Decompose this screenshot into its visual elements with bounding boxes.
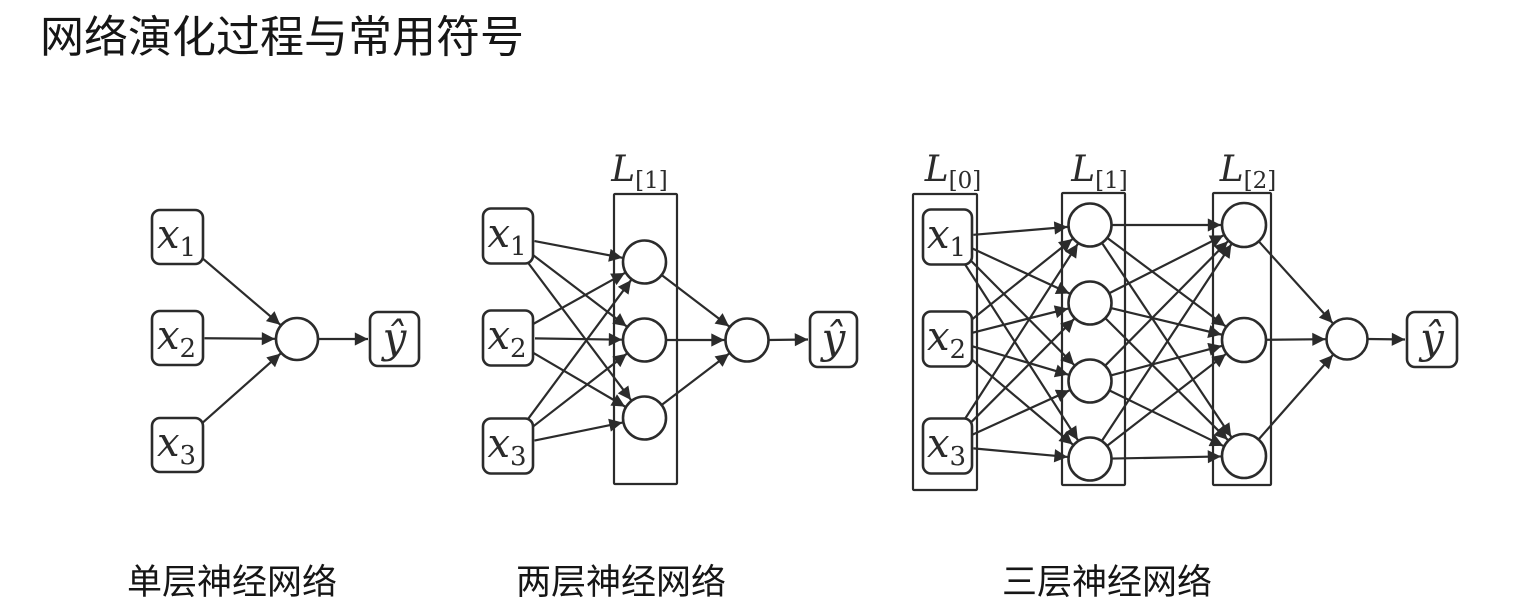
page-title: 网络演化过程与常用符号 xyxy=(40,13,524,62)
output-neuron xyxy=(274,316,320,362)
connection-arrow xyxy=(966,354,1074,446)
hidden-neuron xyxy=(1067,202,1113,248)
hidden-neuron xyxy=(621,317,668,363)
output-box xyxy=(808,310,859,369)
hidden-neuron xyxy=(1067,358,1113,404)
output-label: ŷ xyxy=(381,313,408,362)
layer-label: L[2] xyxy=(1219,149,1277,194)
hidden-neuron xyxy=(1220,316,1268,364)
input-box-x2 xyxy=(150,309,205,367)
output-arrow xyxy=(768,333,809,347)
input-box-x2 xyxy=(481,309,535,367)
connection-arrow xyxy=(970,389,1070,437)
connection-arrow xyxy=(1110,342,1223,377)
hidden-neuron xyxy=(1220,432,1268,480)
input-box-x1 xyxy=(481,207,535,265)
input-box-x3 xyxy=(150,416,205,474)
diagram-caption-two-layer: 两层神经网络 xyxy=(515,563,727,602)
connection-arrow xyxy=(1265,332,1326,346)
connection-arrow xyxy=(1100,243,1233,442)
connection-arrow xyxy=(1110,306,1222,338)
hidden-neuron xyxy=(621,239,668,285)
output-box xyxy=(368,310,421,368)
connection-arrow xyxy=(1104,240,1229,367)
layer-label: L[1] xyxy=(610,149,668,194)
connection-arrow xyxy=(523,279,632,425)
hidden-neuron xyxy=(1067,280,1113,326)
connection-arrow xyxy=(528,251,628,328)
output-neuron xyxy=(724,317,770,363)
diagram-caption-three-layer: 三层神经网络 xyxy=(1001,563,1213,602)
connection-arrow xyxy=(660,274,730,328)
connection-arrow xyxy=(965,254,1075,366)
connection-arrow xyxy=(534,418,623,442)
layer-label: L[0] xyxy=(924,149,982,194)
connection-arrow xyxy=(1106,236,1227,328)
connection-arrow xyxy=(530,350,626,408)
layer-label: L[1] xyxy=(1070,149,1128,194)
output-label: ŷ xyxy=(1418,314,1445,363)
connection-arrow xyxy=(965,318,1075,429)
hidden-neuron xyxy=(1067,436,1113,482)
output-arrow xyxy=(1367,332,1406,346)
input-box-x2 xyxy=(921,310,974,368)
input-box-x3 xyxy=(921,417,974,475)
input-box-x1 xyxy=(921,208,974,266)
input-box-x1 xyxy=(150,208,205,266)
connection-arrow xyxy=(196,352,282,428)
output-neuron xyxy=(1325,317,1369,361)
connection-arrow xyxy=(973,221,1068,236)
hidden-neuron xyxy=(1220,201,1268,249)
input-label: x3 xyxy=(487,421,526,472)
connection-arrow xyxy=(970,246,1071,295)
connection-arrow xyxy=(528,352,628,431)
connection-arrow xyxy=(204,332,276,346)
connection-arrow xyxy=(960,243,1079,425)
connection-arrow xyxy=(972,305,1069,334)
output-box xyxy=(1405,310,1459,369)
connection-arrow xyxy=(972,345,1069,378)
connection-arrow xyxy=(960,258,1079,441)
input-box-x3 xyxy=(481,417,535,475)
connection-arrow xyxy=(1257,354,1334,441)
connection-arrow xyxy=(1104,317,1229,441)
connection-arrow xyxy=(973,447,1068,463)
connection-arrow xyxy=(534,332,623,347)
output-label: ŷ xyxy=(820,314,847,363)
hidden-neuron xyxy=(621,395,668,441)
connection-arrow xyxy=(197,253,281,326)
connection-arrow xyxy=(660,352,730,406)
connection-arrow xyxy=(1108,389,1224,447)
connection-arrow xyxy=(1101,242,1233,438)
connection-arrow xyxy=(534,239,623,262)
connection-arrow xyxy=(967,238,1074,324)
diagram-caption-single-layer: 单层神经网络 xyxy=(126,563,338,602)
connection-arrow xyxy=(1257,240,1334,324)
connection-arrow xyxy=(1106,353,1227,447)
connection-arrow xyxy=(531,271,626,326)
connection-arrow xyxy=(523,256,632,401)
connection-arrow xyxy=(1111,450,1222,464)
